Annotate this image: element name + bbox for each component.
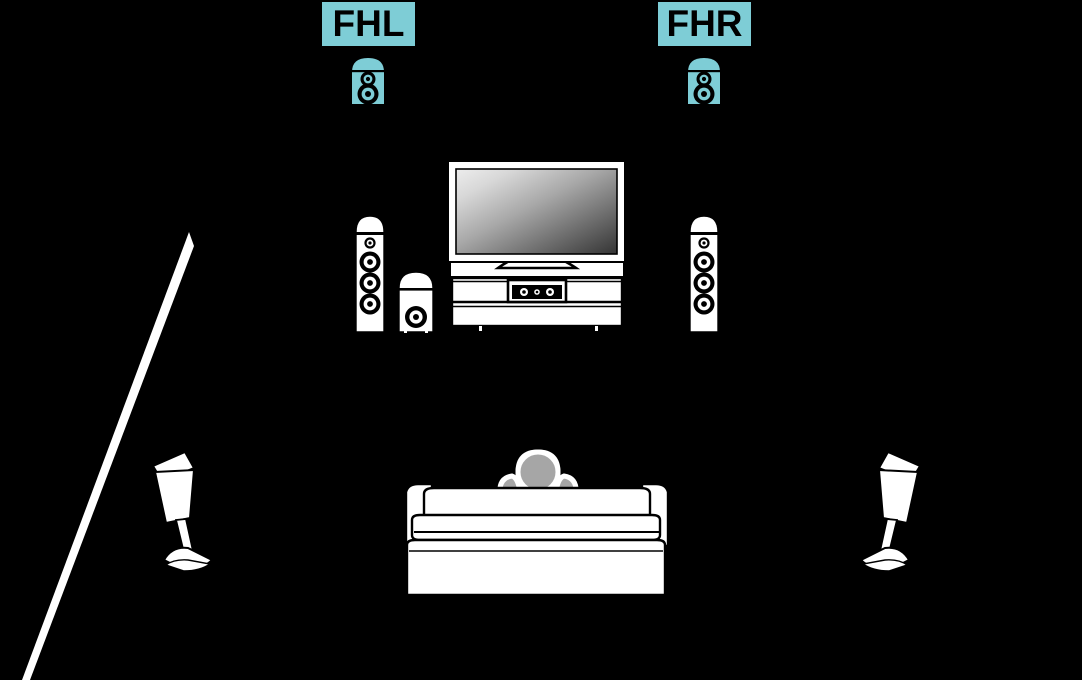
sofa [404,482,670,597]
surround-right-speaker[interactable] [859,450,922,572]
television [447,160,626,263]
front-height-left-speaker[interactable] [352,58,384,105]
front-height-right-speaker[interactable] [688,58,720,105]
label-fhr: FHR [658,2,751,46]
room-wall-line [22,232,194,680]
subwoofer[interactable] [398,271,434,333]
center-speaker[interactable] [506,278,568,304]
label-fhl: FHL [322,2,415,46]
front-left-tower-speaker[interactable] [355,215,385,333]
front-right-tower-speaker[interactable] [689,215,719,333]
surround-left-speaker[interactable] [151,450,214,572]
